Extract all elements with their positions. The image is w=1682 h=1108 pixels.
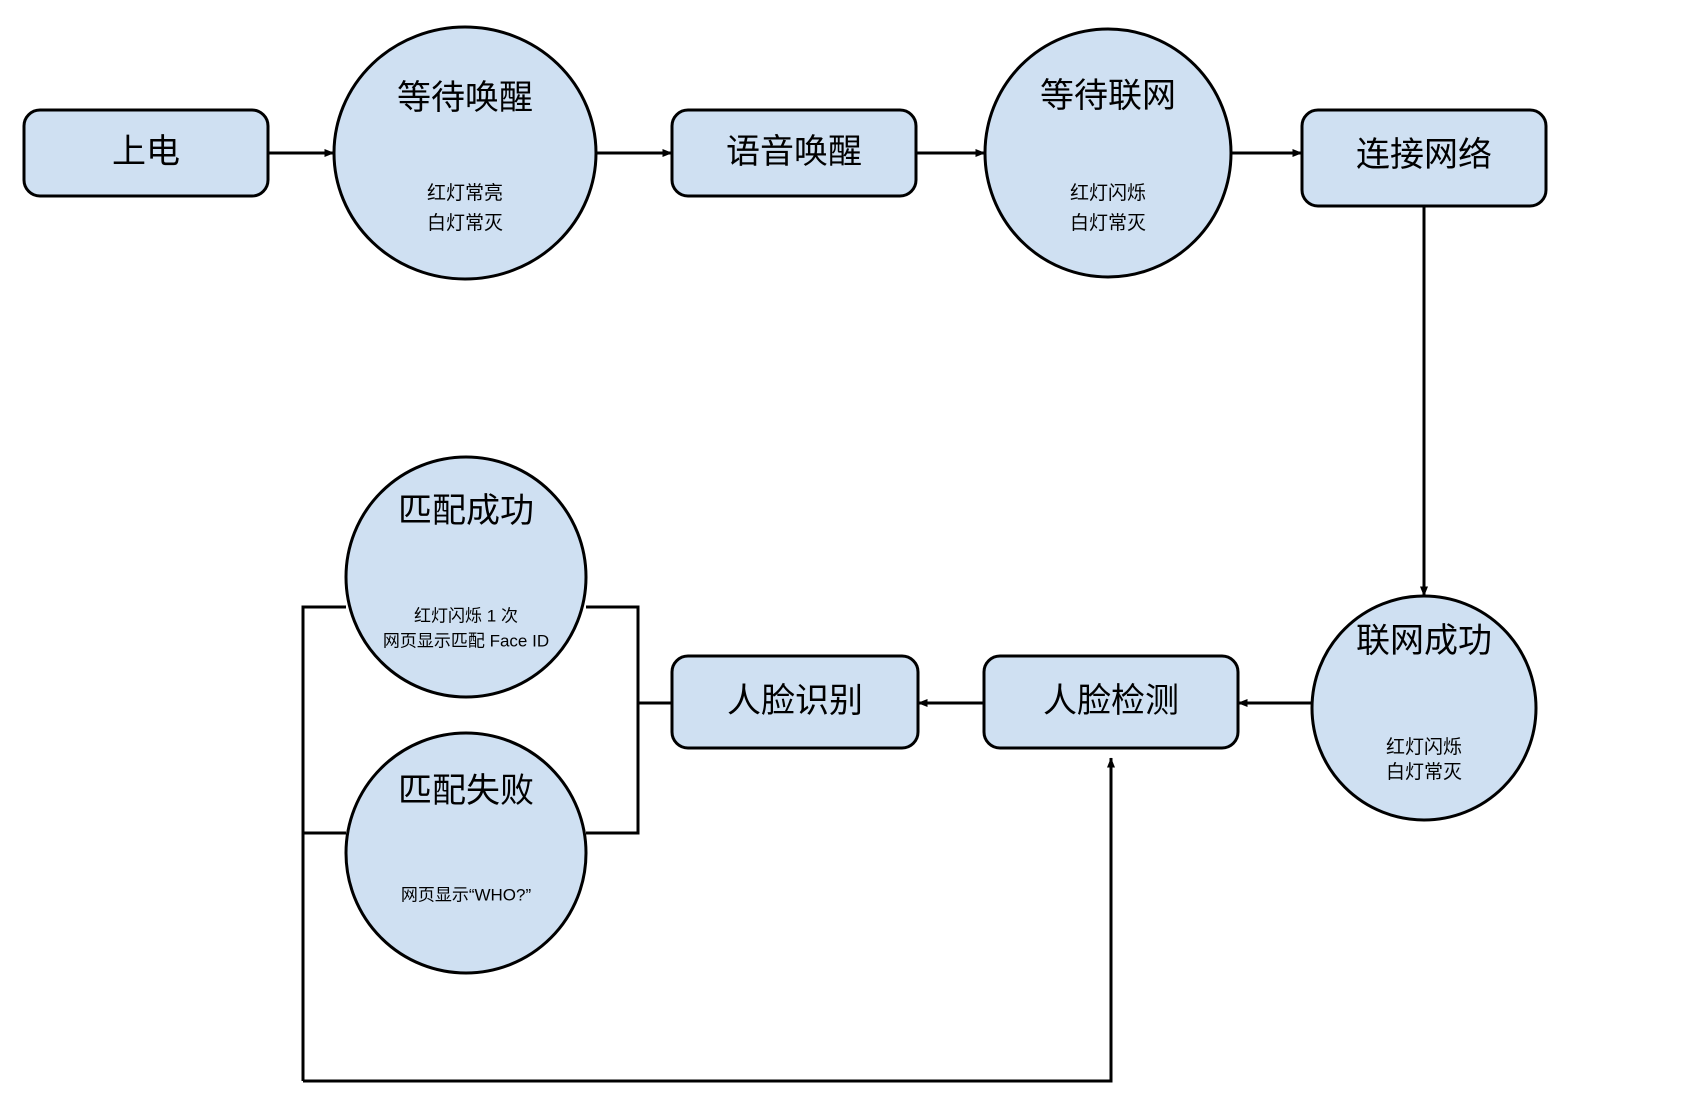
node-match-success-shape[interactable]	[344, 455, 588, 699]
node-wait-wake-shape[interactable]	[332, 25, 598, 281]
node-match-fail-sub-0: 网页显示“WHO?”	[401, 885, 532, 904]
node-wait-network[interactable]: 等待联网 红灯闪烁 白灯常灭	[983, 27, 1233, 279]
node-match-success-sub-0: 红灯闪烁 1 次	[414, 606, 518, 625]
node-wait-network-shape[interactable]	[983, 27, 1233, 279]
node-match-fail-shape[interactable]	[344, 731, 588, 975]
node-network-success-shape[interactable]	[1310, 594, 1538, 822]
node-match-success[interactable]: 匹配成功 红灯闪烁 1 次 网页显示匹配 Face ID	[344, 455, 588, 699]
node-face-recognize[interactable]: 人脸识别	[670, 654, 920, 750]
node-face-detect[interactable]: 人脸检测	[982, 654, 1240, 750]
edge-match-fail-to-face-detect-loop	[303, 757, 1115, 1083]
node-match-success-sub-1: 网页显示匹配 Face ID	[383, 631, 549, 650]
node-power-on-label: 上电	[112, 133, 180, 171]
node-face-detect-label: 人脸检测	[1043, 682, 1179, 720]
edges-layer	[268, 149, 1428, 1083]
node-voice-wake-shape[interactable]	[670, 108, 918, 198]
node-power-on-shape[interactable]	[22, 108, 270, 198]
node-wait-wake-label: 等待唤醒	[397, 79, 533, 117]
node-network-success[interactable]: 联网成功 红灯闪烁 白灯常灭	[1310, 594, 1538, 822]
node-connect-network-shape[interactable]	[1300, 108, 1548, 208]
edge-face-recognize-to-match-branches	[586, 605, 672, 835]
edge-match-branches-left-bracket	[301, 605, 346, 1081]
node-wait-wake[interactable]: 等待唤醒 红灯常亮 白灯常灭	[332, 25, 598, 281]
node-network-success-sub-0: 红灯闪烁	[1386, 736, 1462, 758]
node-network-success-label: 联网成功	[1356, 622, 1492, 660]
node-face-recognize-label: 人脸识别	[727, 682, 863, 720]
node-match-fail[interactable]: 匹配失败 网页显示“WHO?”	[344, 731, 588, 975]
node-wait-network-sub-0: 红灯闪烁	[1070, 182, 1146, 204]
node-match-fail-label: 匹配失败	[398, 772, 534, 810]
node-voice-wake[interactable]: 语音唤醒	[670, 108, 918, 198]
node-connect-network[interactable]: 连接网络	[1300, 108, 1548, 208]
node-face-recognize-shape[interactable]	[670, 654, 920, 750]
node-network-success-sub-1: 白灯常灭	[1386, 761, 1462, 783]
node-power-on[interactable]: 上电	[22, 108, 270, 198]
node-face-detect-shape[interactable]	[982, 654, 1240, 750]
node-match-success-label: 匹配成功	[398, 492, 534, 530]
node-connect-network-label: 连接网络	[1356, 136, 1492, 174]
node-voice-wake-label: 语音唤醒	[726, 133, 862, 171]
node-wait-wake-sub-1: 白灯常灭	[427, 212, 503, 234]
node-wait-wake-sub-0: 红灯常亮	[427, 182, 503, 204]
node-wait-network-label: 等待联网	[1040, 77, 1176, 115]
node-wait-network-sub-1: 白灯常灭	[1070, 212, 1146, 234]
